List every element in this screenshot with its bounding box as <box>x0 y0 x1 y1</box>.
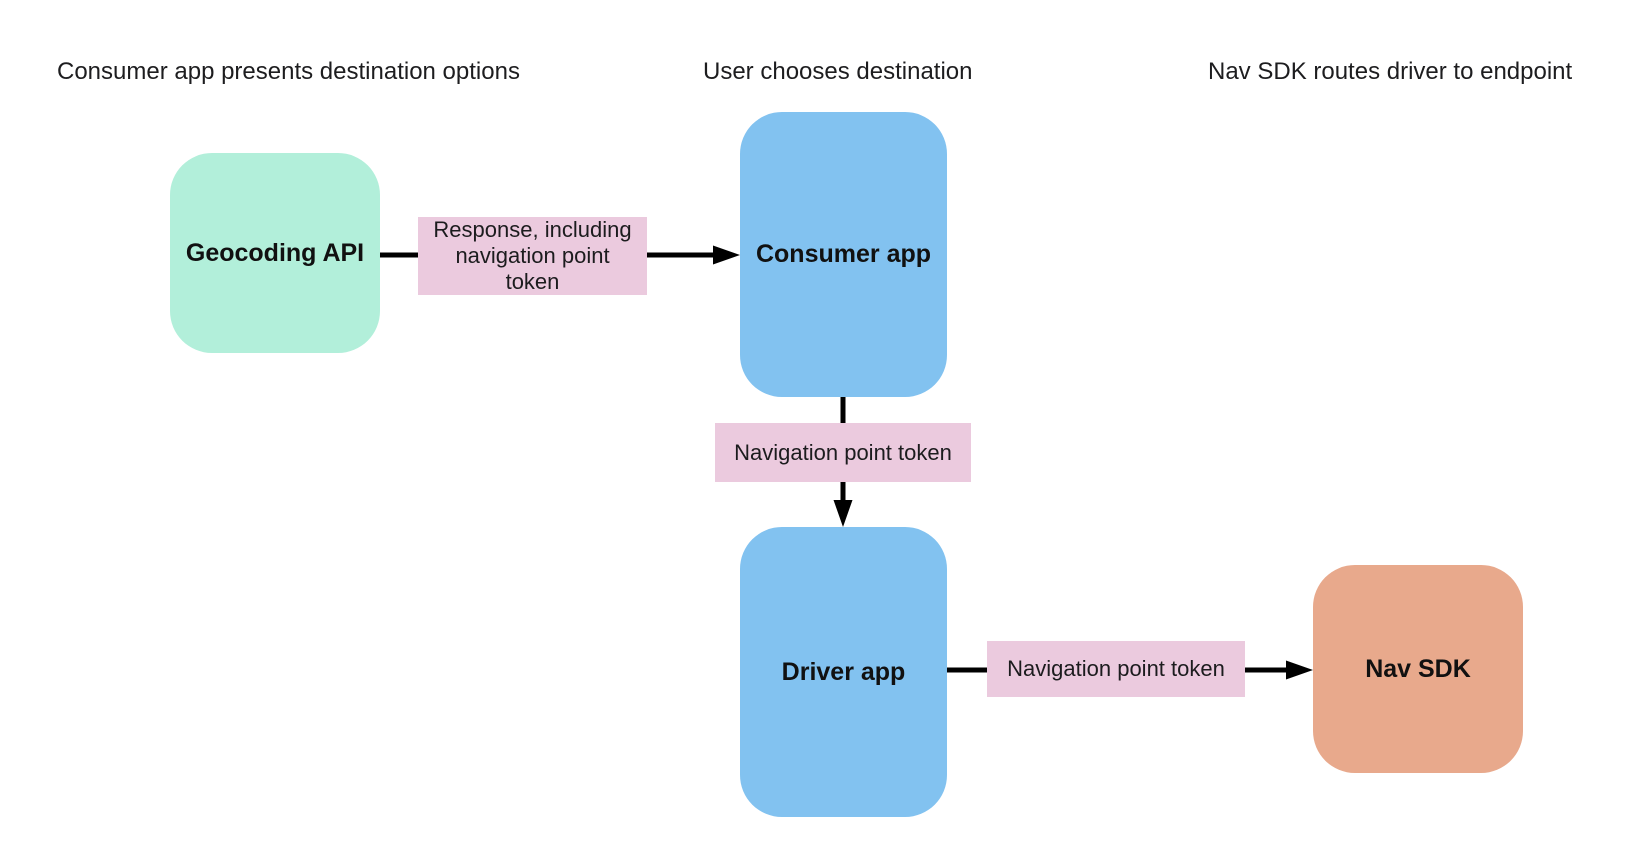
arrowhead-down-icon <box>833 500 853 527</box>
node-geocoding-api: Geocoding API <box>170 153 380 353</box>
node-nav-sdk-label: Nav SDK <box>1365 654 1471 683</box>
node-consumer-app: Consumer app <box>740 112 947 397</box>
node-driver-app: Driver app <box>740 527 947 817</box>
phase-header-navsdk-routes: Nav SDK routes driver to endpoint <box>1208 58 1573 85</box>
arrowhead-right-icon <box>713 245 740 265</box>
phase-header-consumer-presents: Consumer app presents destination option… <box>57 58 520 85</box>
edge-label-navigation-point-token-vertical: Navigation point token <box>715 423 971 482</box>
edge-label-navigation-point-token-horizontal: Navigation point token <box>987 641 1245 697</box>
arrowhead-right-icon <box>1286 660 1313 680</box>
node-nav-sdk: Nav SDK <box>1313 565 1523 773</box>
node-driver-app-label: Driver app <box>781 657 906 686</box>
edge-label-response-token: Response, including navigation point tok… <box>418 217 647 295</box>
node-geocoding-api-label: Geocoding API <box>185 238 365 267</box>
node-consumer-app-label: Consumer app <box>755 240 932 268</box>
phase-header-user-chooses: User chooses destination <box>703 58 973 85</box>
